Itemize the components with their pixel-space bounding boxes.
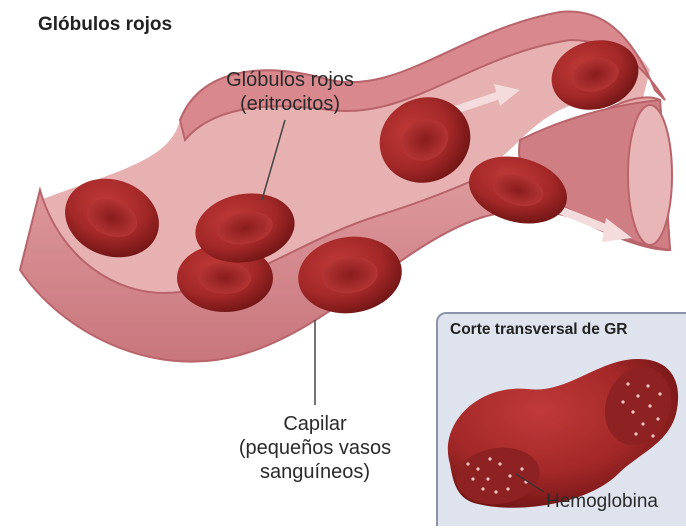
rbc-label: Glóbulos rojos (eritrocitos)	[190, 68, 390, 116]
hemoglobin-label: Hemoglobina	[546, 491, 658, 513]
page-title: Glóbulos rojos	[38, 14, 172, 36]
capillary-label-line-1: Capilar	[200, 412, 430, 436]
capillary-label-line-2: (pequeños vasos	[200, 436, 430, 460]
capillary-label: Capilar (pequeños vasos sanguíneos)	[200, 412, 430, 484]
cross-section-title: Corte transversal de GR	[450, 321, 627, 339]
rbc-cross-section-panel: Corte transversal de GR Hemoglobina	[436, 312, 686, 526]
branch-lumen	[628, 105, 672, 245]
capillary-label-line-3: sanguíneos)	[200, 460, 430, 484]
rbc-label-line-1: Glóbulos rojos	[190, 68, 390, 92]
rbc-label-line-2: (eritrocitos)	[190, 92, 390, 116]
